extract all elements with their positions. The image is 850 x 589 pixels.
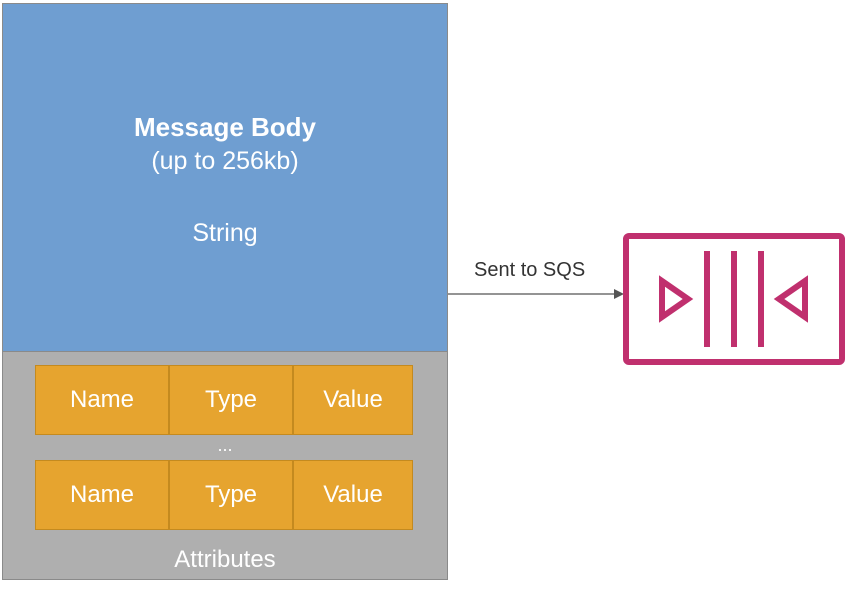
attribute-name-cell: Name [35, 365, 169, 435]
attribute-value-cell: Value [293, 460, 413, 530]
attribute-value-cell: Value [293, 365, 413, 435]
attribute-name-cell: Name [35, 460, 169, 530]
attribute-row: Name Type Value [35, 365, 413, 435]
message-body-type: String [192, 219, 258, 247]
attributes-section: Name Type Value ... Name Type Value Attr… [3, 351, 447, 579]
send-arrow-head [614, 289, 624, 299]
attribute-type-cell: Type [169, 365, 293, 435]
attributes-ellipsis: ... [217, 435, 233, 455]
attribute-type-cell: Type [169, 460, 293, 530]
message-body-section: Message Body (up to 256kb) String [3, 4, 447, 351]
sqs-queue-icon [623, 233, 845, 365]
message-body-size: (up to 256kb) [151, 147, 299, 175]
sqs-message: Message Body (up to 256kb) String Name T… [2, 3, 448, 580]
attributes-label: Attributes [174, 546, 276, 573]
message-body-title: Message Body [133, 112, 317, 142]
attribute-row: Name Type Value [35, 460, 413, 530]
sent-to-sqs-label: Sent to SQS [474, 259, 586, 281]
